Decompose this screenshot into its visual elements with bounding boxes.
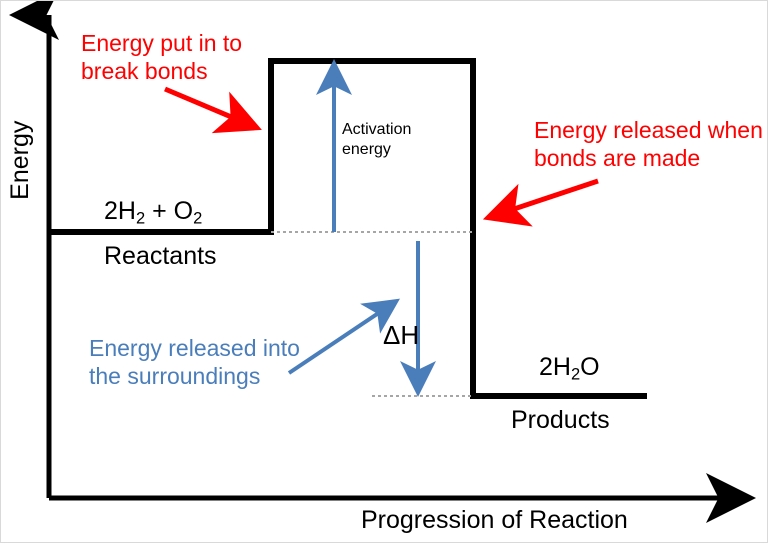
reactants-formula-plus: + O [145, 197, 194, 225]
bonds-made-note: Energy released when bonds are made [534, 117, 763, 172]
y-axis-title: Energy [5, 120, 34, 200]
surroundings-arrow [287, 298, 400, 375]
enthalpy-change-label: ΔH [383, 320, 420, 350]
break-bonds-note: Energy put in to break bonds [81, 30, 243, 85]
break-bonds-arrow [164, 86, 262, 134]
products-subscript: 2 [570, 365, 581, 384]
reactants-species-label: 2H2 + O2 [104, 197, 202, 228]
reactants-subscript-1: 2 [135, 209, 146, 228]
x-axis-title: Progression of Reaction [361, 506, 628, 534]
bonds-made-arrow [482, 178, 599, 227]
products-formula-tail: O [580, 353, 600, 381]
products-state-label: Products [511, 406, 610, 434]
activation-energy-label: Activation energy [342, 121, 412, 158]
surroundings-note: Energy released into the surroundings [89, 335, 300, 390]
products-formula-part1: 2H [539, 353, 571, 381]
products-species-label: 2H2O [539, 353, 600, 384]
reactants-formula-part1: 2H [104, 197, 136, 225]
reactants-state-label: Reactants [104, 242, 217, 270]
reactants-subscript-2: 2 [193, 209, 203, 228]
